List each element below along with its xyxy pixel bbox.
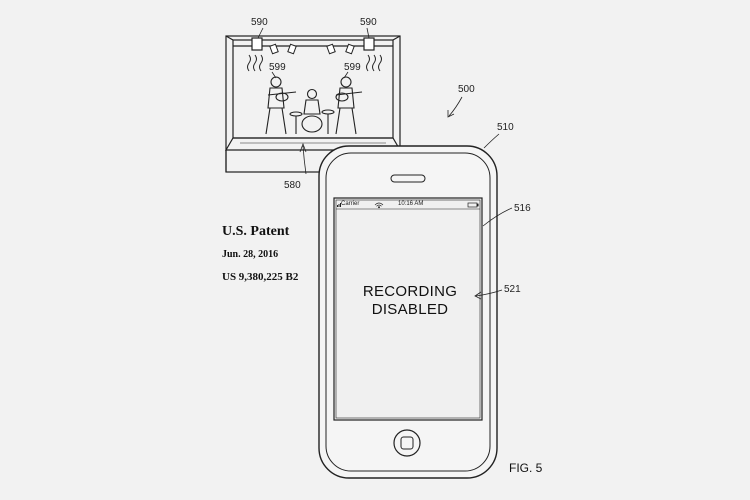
home-button-icon [393, 429, 421, 457]
smartphone-icon [318, 145, 498, 479]
wifi-icon [374, 202, 384, 209]
ref-510: 510 [497, 122, 514, 133]
patent-title: U.S. Patent [222, 224, 290, 239]
message-line-2: DISABLED [371, 301, 449, 318]
ref-500: 500 [458, 84, 475, 95]
status-carrier: Carrier [341, 201, 360, 207]
signal-bars-icon [337, 203, 341, 207]
ref-580: 580 [284, 180, 301, 191]
light-box-left [251, 37, 263, 51]
patent-date: Jun. 28, 2016 [222, 249, 279, 260]
status-time: 10:16 AM [398, 201, 424, 207]
battery-icon [467, 202, 479, 208]
ref-590-left: 590 [251, 17, 268, 28]
phone-screen [333, 197, 483, 421]
recording-disabled-message: RECORDING DISABLED [340, 283, 480, 319]
performer-right [335, 76, 363, 135]
ref-516: 516 [514, 203, 531, 214]
ref-599-right: 599 [344, 62, 361, 73]
figure-label: FIG. 5 [509, 461, 543, 475]
ref-599-left: 599 [269, 62, 286, 73]
concert-stage-icon [224, 27, 402, 175]
message-line-1: RECORDING [362, 283, 458, 300]
light-box-right [363, 37, 375, 51]
performer-left [265, 76, 297, 135]
ref-521: 521 [504, 284, 521, 295]
drummer [289, 88, 335, 134]
patent-number: US 9,380,225 B2 [222, 271, 299, 283]
ref-590-right: 590 [360, 17, 377, 28]
